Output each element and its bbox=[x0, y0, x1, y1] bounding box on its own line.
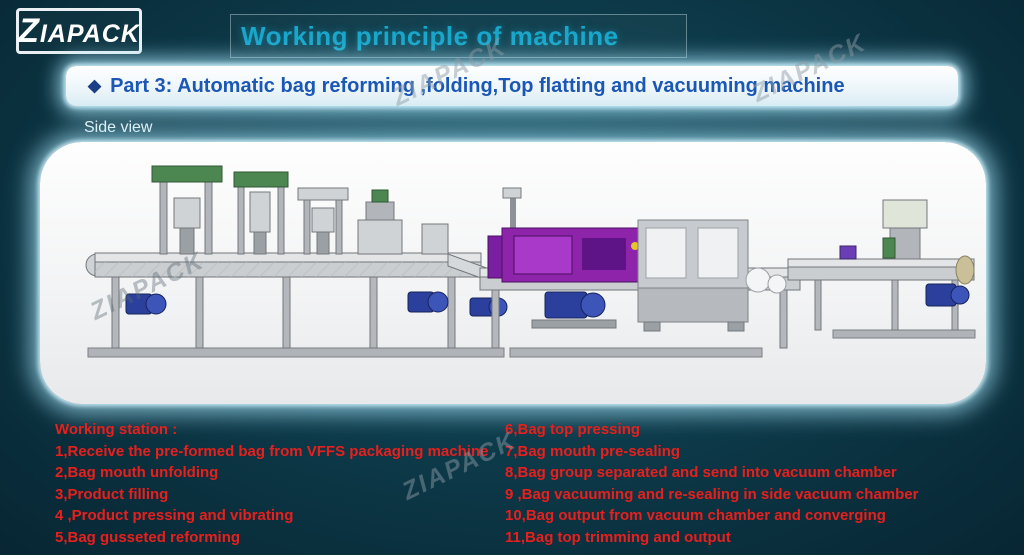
pressing-station bbox=[297, 187, 349, 255]
working-stations-heading: Working station : bbox=[55, 421, 178, 438]
sealing-drive-motor bbox=[531, 291, 617, 329]
gusset-station bbox=[357, 189, 403, 255]
trimming-station bbox=[882, 199, 975, 307]
vacuum-chamber bbox=[637, 219, 749, 332]
working-stations-right: 6,Bag top pressing 7,Bag mouth pre-seali… bbox=[505, 419, 918, 549]
unfolding-station bbox=[151, 165, 223, 255]
station-item: 9 ,Bag vacuuming and re-sealing in side … bbox=[505, 485, 919, 503]
logo-text: ZIAPACK bbox=[18, 12, 140, 50]
station-item: 10,Bag output from vacuum chamber and co… bbox=[505, 507, 886, 525]
working-stations-left: Working station : 1,Receive the pre-form… bbox=[55, 419, 488, 549]
station-item: 5,Bag gusseted reforming bbox=[55, 528, 241, 546]
page-title: Working principle of machine bbox=[241, 20, 619, 51]
drive-motor-3 bbox=[469, 297, 508, 317]
drive-motor-1 bbox=[125, 293, 167, 315]
station-item: 8,Bag group separated and send into vacu… bbox=[505, 464, 897, 482]
logo: ZIAPACK bbox=[16, 8, 142, 54]
diamond-icon: ◆ bbox=[88, 76, 102, 95]
drive-motor-2 bbox=[407, 291, 449, 313]
station-item: 1,Receive the pre-formed bag from VFFS p… bbox=[55, 442, 489, 460]
machine-base bbox=[87, 329, 976, 358]
station-item: 7,Bag mouth pre-sealing bbox=[505, 442, 681, 460]
station-item: 4 ,Product pressing and vibrating bbox=[55, 507, 294, 525]
pre-sealing-module bbox=[487, 187, 645, 329]
filling-station bbox=[233, 171, 289, 255]
machine-panel bbox=[40, 142, 986, 404]
side-view-label: Side view bbox=[84, 119, 153, 136]
main-conveyor bbox=[85, 252, 482, 349]
page-title-box: Working principle of machine bbox=[230, 14, 687, 58]
station-item: 11,Bag top trimming and output bbox=[505, 528, 731, 546]
station-item: 2,Bag mouth unfolding bbox=[55, 464, 219, 482]
part3-banner: ◆ Part 3: Automatic bag reforming ,foldi… bbox=[66, 66, 958, 106]
machine-illustration bbox=[85, 165, 976, 358]
station-item: 3,Product filling bbox=[55, 485, 169, 503]
station-item: 6,Bag top pressing bbox=[505, 421, 641, 438]
trimming-motor bbox=[925, 283, 970, 307]
banner-text: Part 3: Automatic bag reforming ,folding… bbox=[110, 74, 845, 97]
converging-rollers bbox=[745, 267, 787, 294]
